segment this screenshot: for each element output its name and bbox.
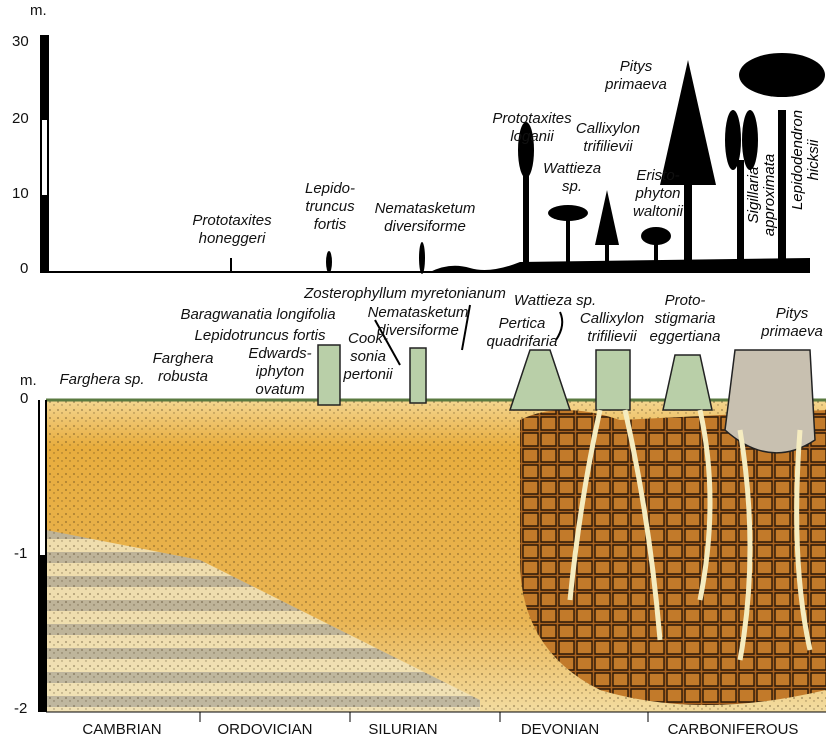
lower-tick: -2	[14, 700, 28, 717]
upper-scale-unit: m.	[30, 2, 47, 19]
root-mass	[520, 410, 826, 705]
period-carboniferous: CARBONIFEROUS	[667, 721, 799, 738]
label-zosterophyllum: Zosterophyllum myretonianum	[304, 285, 506, 302]
upper-tick: 10	[12, 185, 29, 202]
lower-scale-bar	[38, 400, 47, 712]
upper-ground-vegetation	[430, 258, 810, 272]
period-cambrian: CAMBRIAN	[82, 721, 162, 738]
label-baragwanatia: Baragwanatia longifolia	[180, 306, 336, 323]
label-lepidotruncus: Lepidotruncus fortis	[194, 327, 326, 344]
upper-plant-silhouettes	[230, 53, 825, 274]
period-devonian: DEVONIAN	[520, 721, 600, 738]
period-ordovician: ORDOVICIAN	[217, 721, 313, 738]
label-wattieza-lower: Wattieza sp.	[513, 292, 597, 309]
upper-tick: 0	[20, 260, 29, 277]
upper-tick: 30	[12, 33, 29, 50]
period-silurian: SILURIAN	[368, 721, 438, 738]
lower-scale-unit: m.	[20, 372, 37, 389]
lower-tick: -1	[14, 545, 28, 562]
lower-tick: 0	[20, 390, 29, 407]
roots	[567, 409, 813, 661]
stumps	[317, 344, 816, 454]
label-farghera-sp: Farghera sp.	[59, 371, 145, 388]
upper-tick: 20	[12, 110, 29, 127]
